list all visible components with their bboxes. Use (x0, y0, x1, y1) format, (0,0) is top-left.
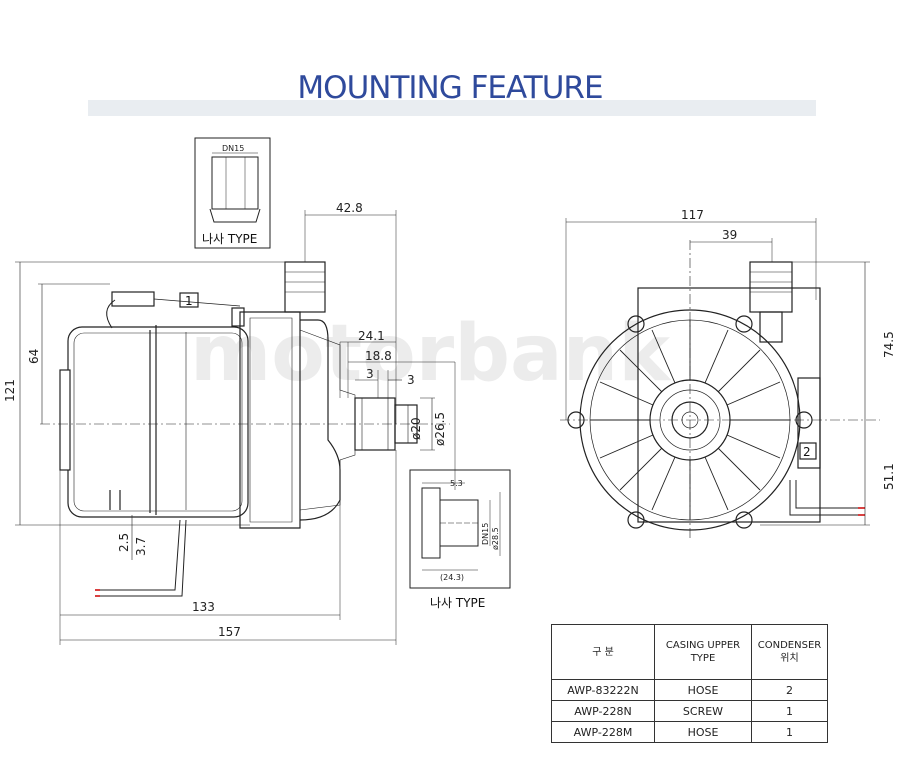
table-header-cell: 구 분 (551, 624, 655, 680)
table-cell-condenser: 1 (751, 700, 828, 722)
dim-3-left: 3 (366, 367, 374, 381)
dim-18-8: 18.8 (365, 349, 392, 363)
dim-3-right: 3 (407, 373, 415, 387)
table-cell-model: AWP-83222N (551, 679, 655, 701)
inset-bottom (409, 469, 511, 589)
dim-2-5: 2.5 (117, 533, 131, 552)
page-title: MOUNTING FEATURE (297, 70, 603, 106)
inset-bottom-dim-24-3: (24.3) (440, 573, 464, 582)
table-header-cell: CONDENSER 위치 (751, 624, 828, 680)
inset-top (194, 137, 271, 249)
watermark-text: motorbank (190, 309, 672, 399)
dim-51-1: 51.1 (882, 463, 896, 490)
table-row: AWP-228M HOSE 1 (551, 721, 828, 743)
front-view (560, 218, 880, 540)
table-header-cell: CASING UPPER TYPE (654, 624, 752, 680)
dim-39: 39 (722, 228, 737, 242)
table-cell-casing: HOSE (654, 721, 752, 743)
model-spec-table: 구 분 CASING UPPER TYPE CONDENSER 위치 AWP-8… (551, 624, 828, 743)
dim-dia20: ø20 (409, 417, 423, 440)
table-cell-casing: SCREW (654, 700, 752, 722)
table-row: AWP-83222N HOSE 2 (551, 679, 828, 701)
table-cell-condenser: 1 (751, 721, 828, 743)
inset-bottom-dia28-5: ø28.5 (491, 527, 500, 550)
table-header-row: 구 분 CASING UPPER TYPE CONDENSER 위치 (551, 624, 828, 680)
title-underline-bar (88, 100, 816, 116)
dim-117: 117 (681, 208, 704, 222)
front-view-dimensions: 117 39 74.5 51.1 2 (681, 208, 896, 490)
table-cell-model: AWP-228M (551, 721, 655, 743)
condenser-marker-1: 1 (185, 294, 193, 308)
dim-133: 133 (192, 600, 215, 614)
dim-24-1: 24.1 (358, 329, 385, 343)
dim-74-5: 74.5 (882, 331, 896, 358)
condenser-marker-2: 2 (803, 445, 811, 459)
inset-bottom-dim-5-3: 5.3 (450, 479, 463, 488)
side-view (15, 210, 456, 645)
table-cell-model: AWP-228N (551, 700, 655, 722)
inset-top-dn15: DN15 (222, 144, 244, 153)
dim-3-7: 3.7 (134, 537, 148, 556)
dim-42-8: 42.8 (336, 201, 363, 215)
side-view-dimensions: 42.8 121 64 24.1 18.8 3 3 ø20 ø26.5 2.5 … (3, 201, 447, 639)
table-row: AWP-228N SCREW 1 (551, 700, 828, 722)
inset-bottom-caption: 나사 TYPE (430, 596, 485, 610)
dim-64: 64 (27, 349, 41, 364)
inset-bottom-dn15: DN15 (481, 523, 490, 545)
dim-157: 157 (218, 625, 241, 639)
table-cell-casing: HOSE (654, 679, 752, 701)
dim-121: 121 (3, 379, 17, 402)
dim-dia26-5: ø26.5 (433, 412, 447, 446)
table-cell-condenser: 2 (751, 679, 828, 701)
inset-top-caption: 나사 TYPE (202, 232, 257, 246)
